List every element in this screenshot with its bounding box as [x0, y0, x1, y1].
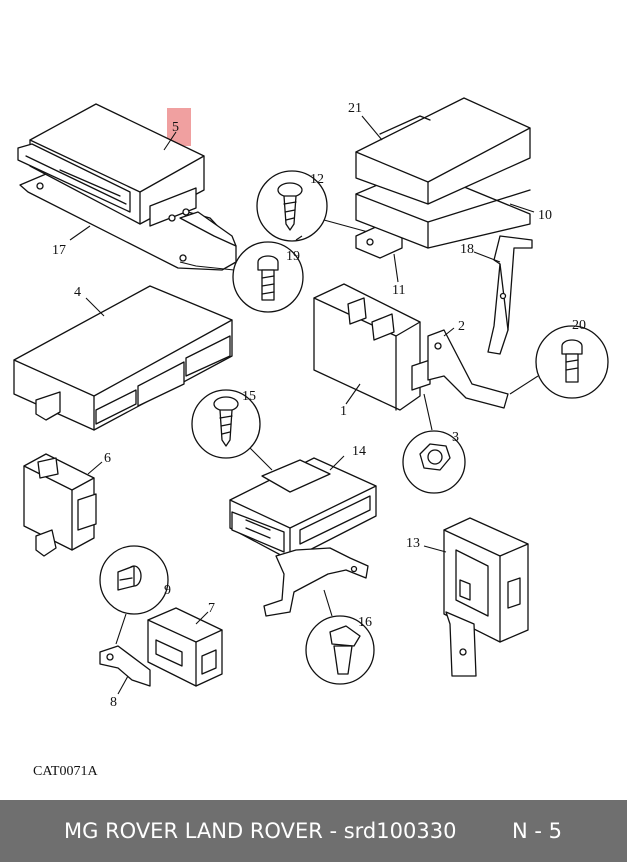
part-14-module: [229, 457, 377, 561]
callout-number: 13: [406, 536, 420, 551]
callout-number: 7: [208, 601, 215, 616]
part-4-module: [13, 285, 233, 431]
parts-diagram: 5 17 21 10 12 19 11 18 4 2 20 1 3 15 14 …: [13, 97, 609, 710]
page-number: N - 5: [512, 819, 562, 843]
part-8-bracket: [99, 645, 151, 687]
callout-number: 11: [392, 283, 405, 298]
part-20-callout: [509, 325, 609, 399]
part-5-module: [17, 103, 237, 247]
footer-bar: MG ROVER LAND ROVER - srd100330 N - 5: [0, 800, 627, 862]
part-21-10-modules: [355, 97, 531, 249]
callout-number: 4: [74, 285, 81, 300]
callout-number: 2: [458, 319, 465, 334]
callout-number: 5: [172, 120, 179, 135]
part-7-module: [147, 607, 223, 687]
part-15-callout: [191, 389, 273, 471]
callout-number: 8: [110, 695, 117, 710]
part-18-bracket: [487, 235, 533, 355]
part-3-callout: [402, 393, 466, 494]
leader-lines: [69, 115, 535, 695]
callout-number: 12: [310, 172, 324, 187]
callout-number: 9: [164, 583, 171, 598]
part-6-module: [23, 453, 97, 557]
part-1-module: [313, 283, 431, 411]
callout-number: 17: [52, 243, 66, 258]
catalog-code: CAT0071A: [33, 764, 98, 779]
part-19-callout: [179, 241, 304, 313]
callout-number: 16: [358, 615, 372, 630]
callout-number: 6: [104, 451, 111, 466]
callout-numbers: 5 17 21 10 12 19 11 18 4 2 20 1 3 15 14 …: [52, 101, 586, 710]
callout-number: 21: [348, 101, 362, 116]
footer-title: MG ROVER LAND ROVER - srd100330: [64, 819, 457, 843]
callout-number: 10: [538, 208, 552, 223]
callout-number: 18: [460, 242, 474, 257]
part-12-callout: [256, 170, 369, 242]
part-2-bracket: [427, 329, 509, 409]
callout-number: 15: [242, 389, 256, 404]
callout-number: 19: [286, 249, 300, 264]
callout-number: 20: [572, 318, 586, 333]
callout-number: 1: [340, 404, 347, 419]
callout-number: 3: [452, 430, 459, 445]
part-14-bracket: [263, 547, 369, 617]
part-16-callout: [305, 589, 375, 685]
part-9-callout: [99, 545, 169, 645]
part-13-module: [443, 517, 529, 677]
callout-number: 14: [352, 444, 366, 459]
